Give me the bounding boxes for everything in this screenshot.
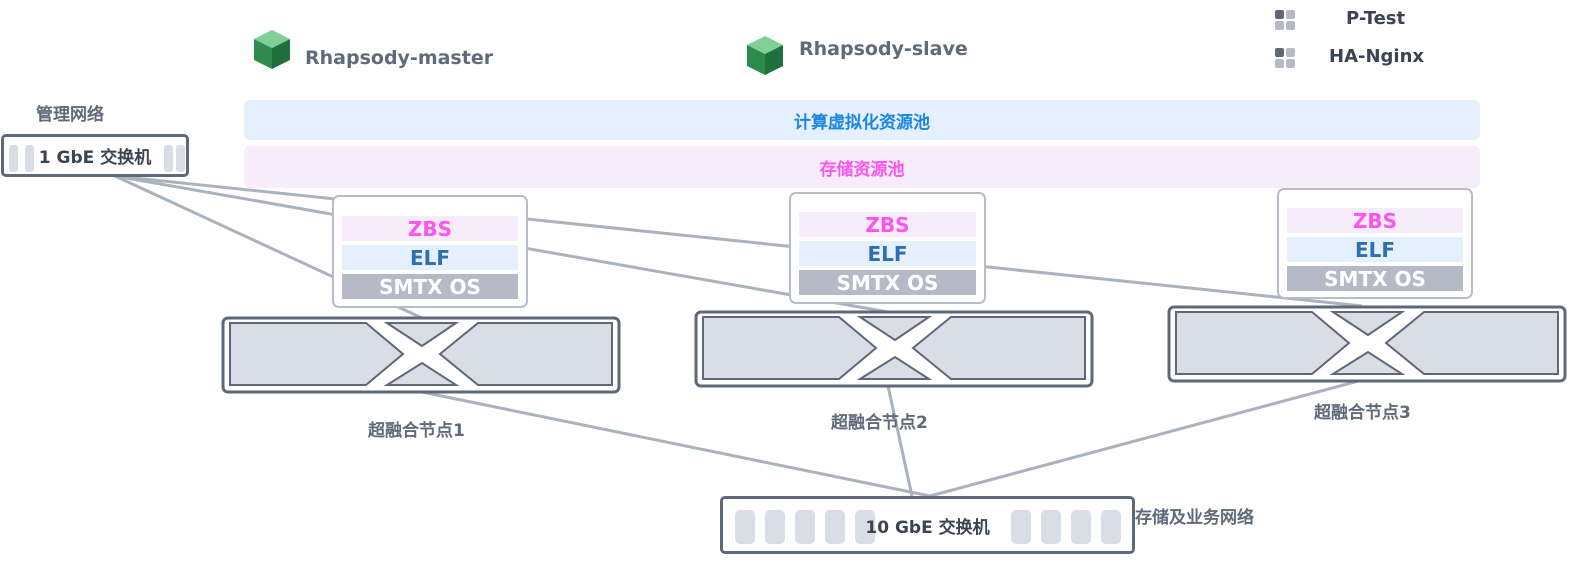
mgmt-link-node3 [114,174,1363,308]
storage-link-node3 [929,378,1363,498]
node2-software-stack: ZBS ELF SMTX OS [789,192,986,304]
layer-zbs: ZBS [1287,208,1463,233]
layer-elf: ELF [1287,237,1463,262]
app-grid-icon [1275,10,1295,30]
layer-zbs: ZBS [799,212,976,237]
node1-server [221,316,621,394]
vm-label: Rhapsody-slave [799,38,968,60]
vm-label: Rhapsody-master [305,47,494,69]
storage-link-node2 [886,385,914,497]
switch-1gbe: 1 GbE 交换机 [1,134,189,177]
node3-label: 超融合节点3 [1314,403,1411,423]
node2-label: 超融合节点2 [831,413,928,433]
compute-pool-label: 计算虚拟化资源池 [794,112,930,133]
storage-pool: 存储资源池 [244,146,1480,188]
vm-rhapsody-master: Rhapsody-master [252,28,494,72]
layer-elf: ELF [342,245,518,270]
node1-software-stack: ZBS ELF SMTX OS [332,195,528,308]
switch-ports [735,510,1121,544]
legend-label: HA-Nginx [1329,46,1425,67]
layer-smtx-os: SMTX OS [342,274,518,299]
storage-link-node1 [421,390,931,498]
switch-10gbe: 10 GbE 交换机 [720,496,1135,554]
node3-software-stack: ZBS ELF SMTX OS [1277,188,1473,299]
switch-label: 10 GbE 交换机 [865,517,990,538]
storage-network-label: 存储及业务网络 [1135,508,1254,528]
node1-label: 超融合节点1 [368,421,465,441]
node3-server [1167,305,1567,383]
layer-smtx-os: SMTX OS [1287,266,1463,291]
layer-elf: ELF [799,241,976,266]
layer-zbs: ZBS [342,216,518,241]
switch-label: 1 GbE 交换机 [38,148,152,168]
legend-item-p-test: P-Test [1273,8,1473,32]
compute-pool: 计算虚拟化资源池 [244,100,1480,140]
app-grid-icon [1275,48,1295,68]
node2-server [694,310,1094,388]
storage-pool-label: 存储资源池 [819,159,905,180]
management-network-label: 管理网络 [36,105,104,125]
layer-smtx-os: SMTX OS [799,270,976,295]
vm-rhapsody-slave: Rhapsody-slave [745,34,985,78]
switch-ports [9,145,185,172]
legend-item-ha-nginx: HA-Nginx [1273,46,1473,70]
vm-cube-icon [254,30,290,69]
legend-label: P-Test [1346,8,1406,29]
vm-cube-icon [747,36,783,75]
